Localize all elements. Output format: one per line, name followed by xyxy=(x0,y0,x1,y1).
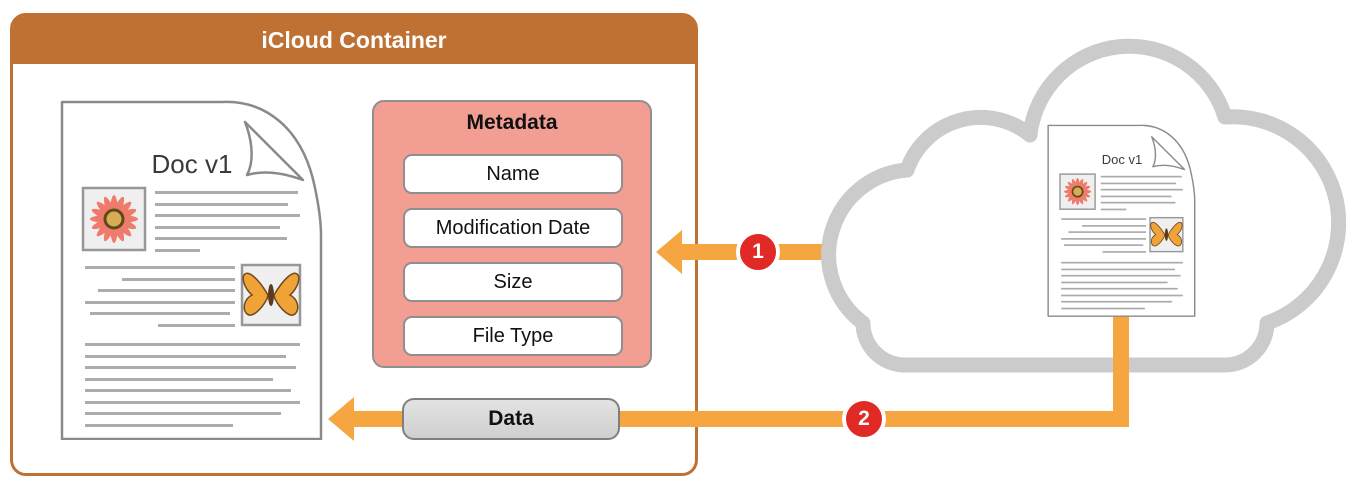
step-1-badge-number: 1 xyxy=(752,240,764,263)
data-label-text: Data xyxy=(488,407,534,430)
step-2-badge: 2 xyxy=(842,397,886,441)
data-label: Data xyxy=(402,398,620,440)
metadata-panel-title: Metadata xyxy=(466,111,558,134)
cloud-icon xyxy=(821,38,1347,373)
metadata-field-file-type-label: File Type xyxy=(472,324,554,347)
metadata-field-size: Size xyxy=(403,262,623,302)
step-1-badge: 1 xyxy=(736,230,780,274)
step-2-badge-number: 2 xyxy=(858,407,870,430)
metadata-field-name-label: Name xyxy=(486,162,540,185)
metadata-field-file-type: File Type xyxy=(403,316,623,356)
cloud-document-title: Doc v1 xyxy=(1101,152,1143,167)
local-document-title: Doc v1 xyxy=(151,149,233,179)
icloud-container-title: iCloud Container xyxy=(261,26,447,53)
metadata-field-modification-date: Modification Date xyxy=(403,208,623,248)
metadata-panel: Metadata Name Modification Date Size Fil… xyxy=(372,100,652,368)
metadata-field-modification-date-label: Modification Date xyxy=(435,216,591,239)
icloud-container-header: iCloud Container xyxy=(13,16,695,64)
metadata-field-size-label: Size xyxy=(493,270,533,293)
metadata-field-name: Name xyxy=(403,154,623,194)
icloud-container: iCloud Container xyxy=(10,13,698,476)
data-sync-arrow-stem xyxy=(1113,315,1129,427)
